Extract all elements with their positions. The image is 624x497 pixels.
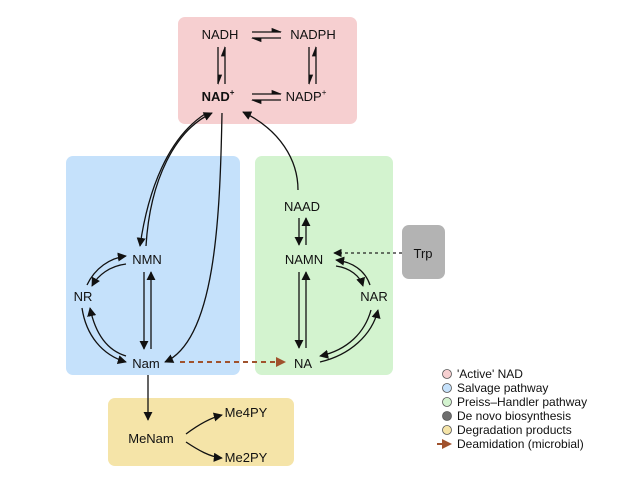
node-namn: NAMN bbox=[285, 252, 323, 267]
legend-label: Deamidation (microbial) bbox=[457, 437, 584, 451]
legend-label: Preiss–Handler pathway bbox=[457, 395, 587, 409]
node-nr: NR bbox=[74, 289, 93, 304]
preiss-handler-arrows bbox=[242, 111, 402, 363]
node-nad: NAD+ bbox=[202, 88, 235, 104]
node-naad: NAAD bbox=[284, 199, 320, 214]
salvage-arrows bbox=[81, 112, 223, 365]
legend-swatch bbox=[442, 383, 452, 393]
legend-label: Salvage pathway bbox=[457, 381, 548, 395]
node-nmn: NMN bbox=[132, 252, 162, 267]
preiss-handler-region bbox=[255, 156, 393, 375]
node-nadph: NADPH bbox=[290, 27, 336, 42]
legend-swatch bbox=[442, 397, 452, 407]
legend-label: 'Active' NAD bbox=[457, 367, 523, 381]
legend-swatch bbox=[442, 369, 452, 379]
salvage-pathway-region bbox=[66, 156, 240, 375]
node-labels: NADH NADPH NAD+ NADP+ NMN NR Nam NAAD NA… bbox=[74, 27, 433, 465]
node-me2py: Me2PY bbox=[225, 450, 268, 465]
node-me4py: Me4PY bbox=[225, 405, 268, 420]
degradation-region bbox=[108, 398, 294, 466]
active-nad-arrows bbox=[217, 27, 317, 105]
node-trp: Trp bbox=[413, 246, 432, 261]
de-novo-region bbox=[402, 225, 445, 279]
legend-swatch bbox=[442, 425, 452, 435]
node-na: NA bbox=[294, 356, 312, 371]
legend-item: Salvage pathway bbox=[442, 381, 548, 395]
legend-item: De novo biosynthesis bbox=[442, 409, 571, 423]
legend-item: 'Active' NAD bbox=[442, 367, 523, 381]
legend-item: Preiss–Handler pathway bbox=[442, 395, 587, 409]
legend-label: De novo biosynthesis bbox=[457, 409, 571, 423]
legend-label: Degradation products bbox=[457, 423, 572, 437]
active-nad-region bbox=[178, 17, 357, 124]
legend-item: Degradation products bbox=[442, 423, 572, 437]
legend-item: Deamidation (microbial) bbox=[437, 437, 584, 451]
node-menam: MeNam bbox=[128, 431, 174, 446]
node-nadh: NADH bbox=[202, 27, 239, 42]
node-nadp: NADP+ bbox=[286, 88, 327, 104]
node-nar: NAR bbox=[360, 289, 387, 304]
legend-swatch bbox=[442, 411, 452, 421]
degradation-arrows bbox=[143, 375, 223, 462]
node-nam: Nam bbox=[132, 356, 159, 371]
